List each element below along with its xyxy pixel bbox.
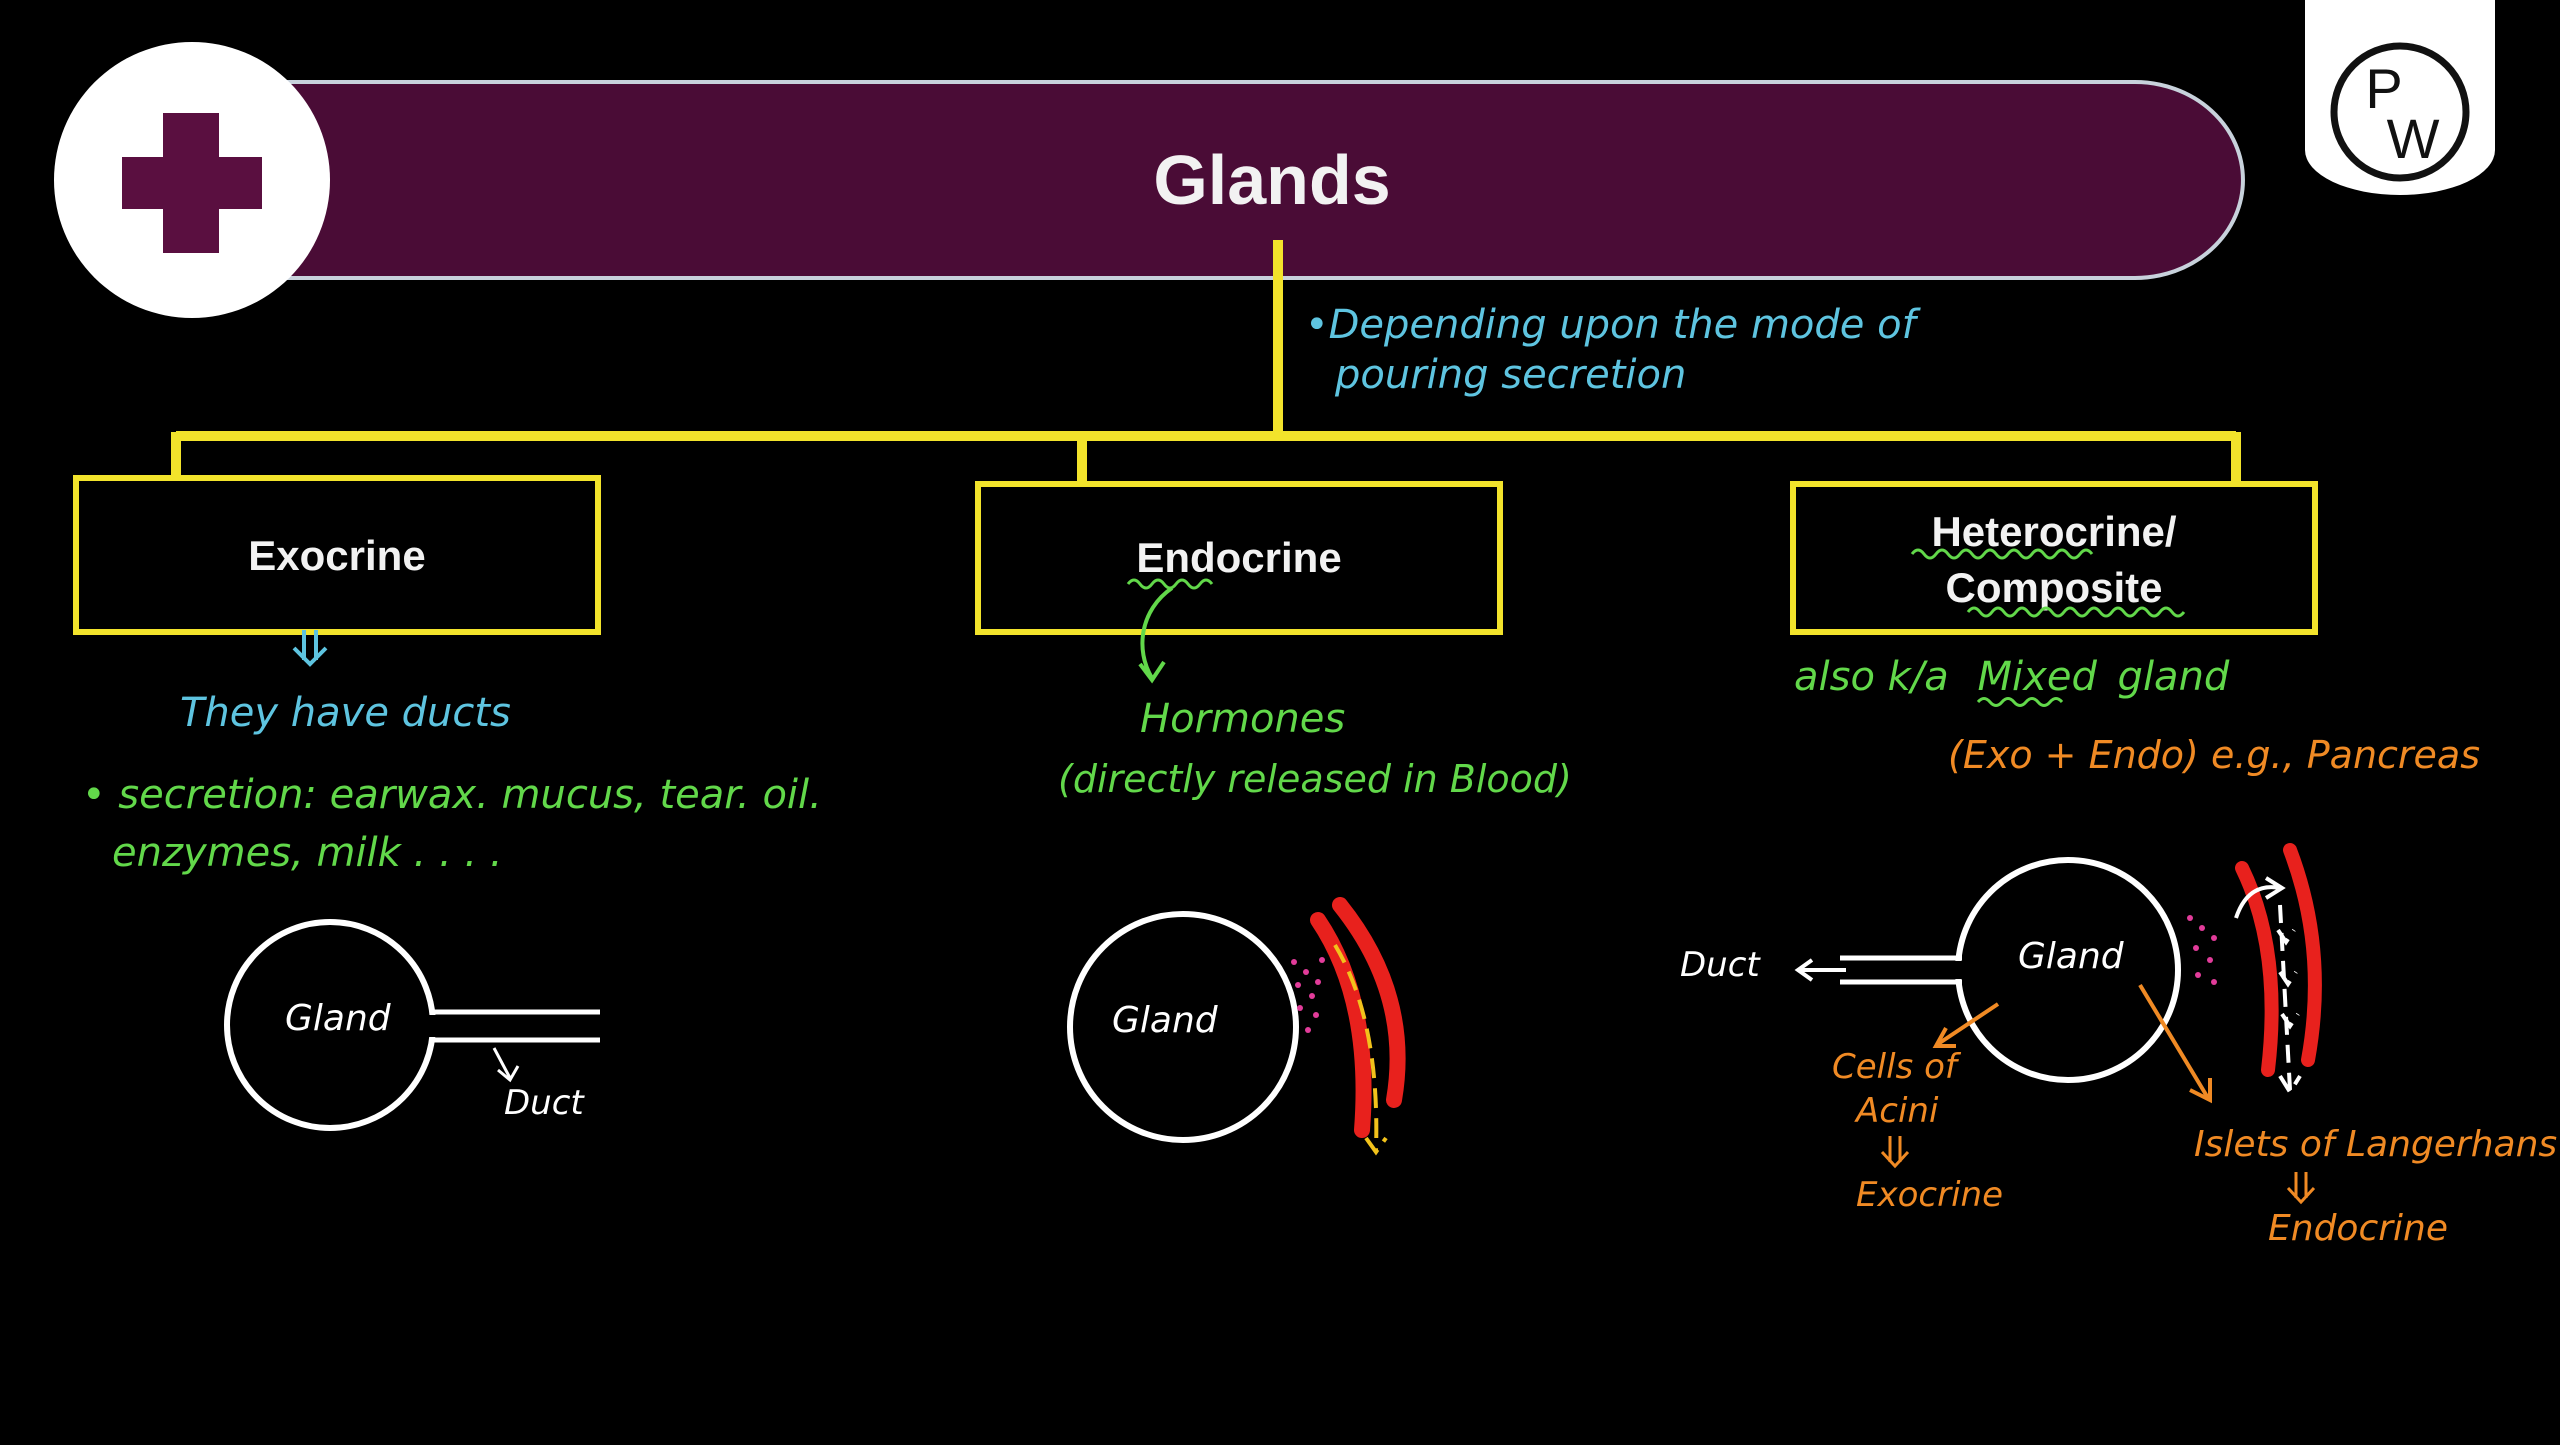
heterocrine-note-prefix: also k/a: [1794, 654, 1949, 700]
endocrine-gland-label: Gland: [1112, 1000, 1219, 1041]
label-endocrine: Endocrine: [1136, 534, 1341, 581]
blood-flow-arrow-icon: [1333, 943, 1388, 1156]
exocrine-note: They have ducts: [180, 690, 511, 736]
hetero-flow-down-arrows-icon: [2276, 904, 2302, 1096]
mode-note: •Depending upon the mode of pouring secr…: [1305, 302, 1922, 398]
heterocrine-duct: [1840, 955, 1962, 985]
acini-type: Exocrine: [1856, 1175, 2003, 1215]
hetero-blood-vessel-inner: [2235, 861, 2279, 1077]
islets-type: Endocrine: [2268, 1208, 2448, 1249]
mode-note-line1: •Depending upon the mode of: [1305, 302, 1922, 348]
heterocrine-diagram: Duct Gland Cells of Acini Exocrine Islet…: [1680, 843, 2557, 1249]
blood-vessel-inner: [1310, 912, 1372, 1138]
hetero-hormone-dots: [2187, 915, 2217, 985]
logo-letter-w: W: [2387, 107, 2440, 170]
duct-out-arrow-icon: [1794, 958, 1846, 982]
acini-label-line1: Cells of: [1832, 1047, 1962, 1087]
islets-arrow-icon: [2138, 983, 2212, 1104]
label-heterocrine-line1: Heterocrine/: [1931, 508, 2176, 555]
exocrine-gland-label: Gland: [285, 998, 392, 1039]
blood-vessel-outer: [1332, 897, 1406, 1108]
label-exocrine: Exocrine: [248, 532, 425, 579]
heterocrine-note: also k/a Mixed gland: [1794, 654, 2230, 700]
endocrine-gland-circle: [1067, 911, 1299, 1143]
islets-double-arrow-icon: [2286, 1172, 2316, 1205]
mode-note-line2: pouring secretion: [1334, 352, 1686, 398]
exocrine-diagram: Gland Duct: [224, 919, 600, 1131]
hetero-blood-flow-arrow-icon: [2234, 876, 2286, 919]
pw-logo-icon: P W: [2305, 0, 2495, 195]
curved-arrow-icon: [1138, 586, 1174, 684]
logo-letter-p: P: [2365, 57, 2402, 120]
heterocrine-gland-label: Gland: [2018, 936, 2125, 977]
hormone-dots: [1291, 957, 1325, 1033]
acini-double-arrow-icon: [1880, 1136, 1910, 1169]
heterocrine-example: (Exo + Endo) e.g., Pancreas: [1948, 733, 2480, 777]
exocrine-duct: [431, 1009, 600, 1043]
exocrine-duct-label: Duct: [504, 1083, 585, 1123]
box-heterocrine: [1790, 481, 2318, 635]
exocrine-secretion-line2: enzymes, milk . . . .: [112, 830, 503, 876]
heterocrine-duct-label: Duct: [1680, 945, 1761, 985]
heterocrine-note-highlight: Mixed: [1978, 654, 2098, 700]
duct-pointer-arrow-icon: [492, 1047, 520, 1083]
box-endocrine: [975, 481, 1503, 635]
underline-composite: [1966, 606, 2186, 618]
box-exocrine: [73, 475, 601, 635]
double-arrow-down-icon: [292, 630, 328, 667]
hetero-blood-vessel-outer: [2283, 843, 2322, 1067]
endocrine-note-line1: Hormones: [1140, 696, 1345, 742]
page-title: Glands: [1153, 141, 1390, 219]
tree-connectors: [171, 240, 2241, 484]
endocrine-note-line2: (directly released in Blood): [1058, 757, 1572, 801]
exocrine-secretion-line1: • secretion: earwax. mucus, tear. oil.: [82, 772, 822, 818]
endocrine-diagram: Gland: [1067, 897, 1406, 1156]
underline-heterocrine: [1910, 548, 2094, 560]
title-banner: [248, 80, 2245, 280]
label-heterocrine-line2: Composite: [1945, 564, 2162, 611]
medical-cross-icon: [54, 42, 330, 318]
acini-label-line2: Acini: [1854, 1091, 1939, 1131]
acini-arrow-icon: [1932, 1002, 2000, 1048]
heterocrine-note-suffix: gland: [2118, 654, 2230, 700]
islets-label: Islets of Langerhans: [2194, 1124, 2557, 1165]
underline-mixed: [1976, 697, 2064, 707]
